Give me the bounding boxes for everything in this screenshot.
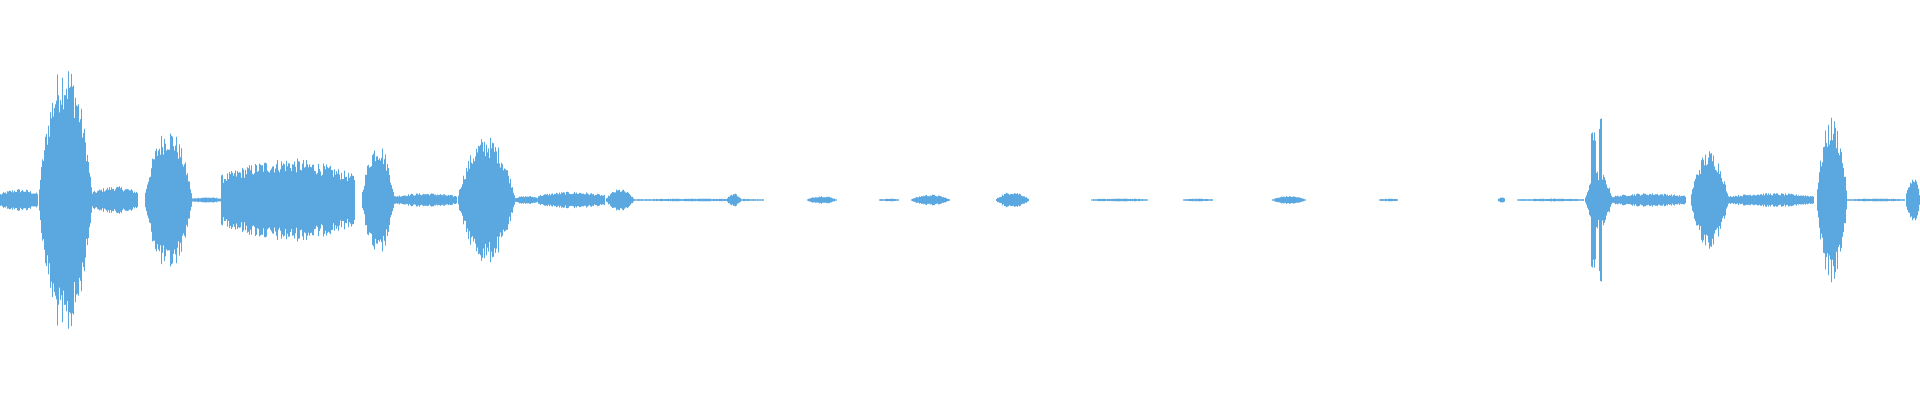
waveform-amplitude-bars bbox=[0, 71, 1920, 329]
waveform-path bbox=[0, 71, 1920, 329]
